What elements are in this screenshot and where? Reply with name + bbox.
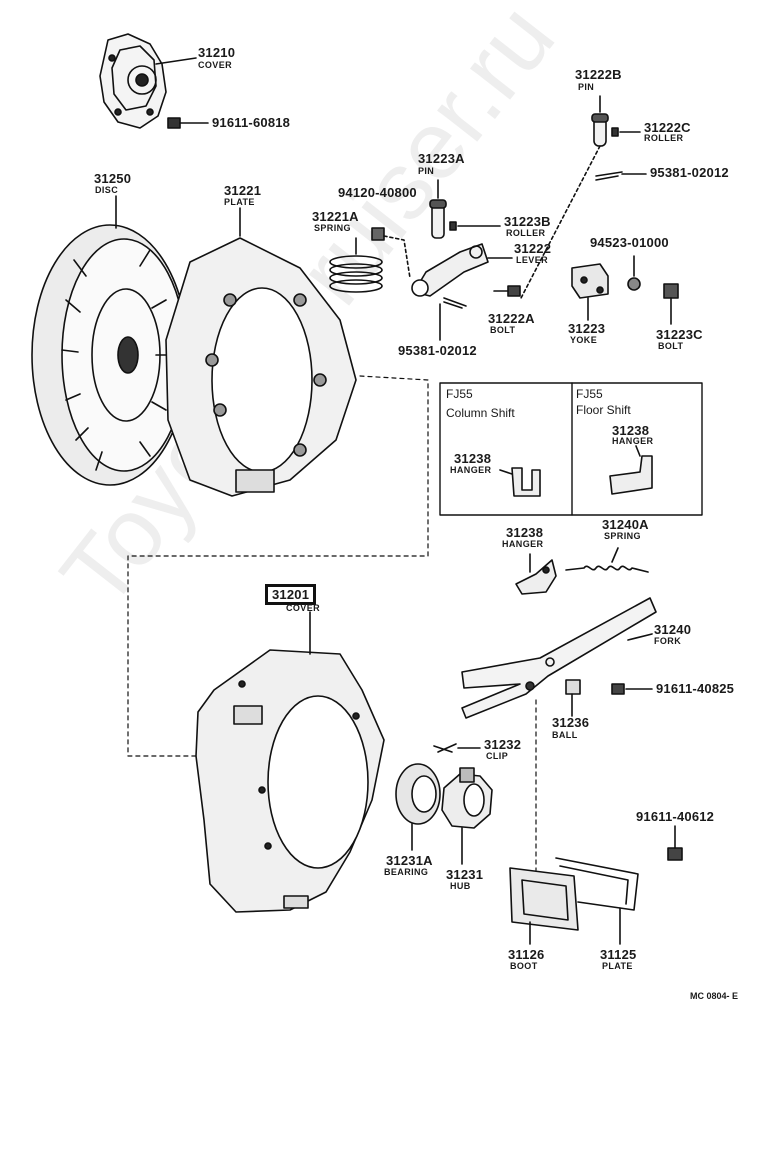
spring-31221a-drawing (329, 237, 383, 293)
part-num-31238-column: 31238 (454, 451, 492, 466)
part-name-31201: COVER (286, 603, 321, 613)
boot-31126-drawing (509, 867, 579, 945)
part-name-31240a: SPRING (604, 531, 641, 541)
part-name-31222c: ROLLER (644, 133, 684, 143)
lever-31222-drawing (411, 243, 513, 297)
disc-31250-drawing (31, 195, 189, 486)
fork-31240-drawing (461, 597, 657, 719)
hub-31231-drawing (441, 767, 493, 865)
part-name-31210: COVER (198, 60, 233, 70)
nut-94120-drawing (371, 227, 411, 279)
part-num-31240a: 31240A (602, 517, 649, 532)
part-num-31223c: 31223C (656, 327, 703, 342)
part-name-31238-column: HANGER (450, 465, 492, 475)
pressure-plate-31221-drawing (165, 207, 357, 497)
hanger-column-drawing (499, 467, 541, 497)
part-name-31236: BALL (552, 730, 578, 740)
part-num-94120-40800: 94120-40800 (338, 185, 417, 200)
part-num-95381-02012-a: 95381-02012 (650, 165, 729, 180)
bolt-91611-60818-drawing (167, 117, 209, 129)
roller-31223b-drawing (449, 221, 501, 231)
hanger-floor-drawing (609, 445, 653, 495)
part-num-31231: 31231 (446, 867, 484, 882)
ball-31236-drawing (565, 679, 581, 717)
washer-94523-drawing (627, 255, 641, 291)
spring-31240a-drawing (565, 547, 649, 573)
variant-left-model: FJ55 (446, 387, 473, 401)
part-name-31125: PLATE (602, 961, 633, 971)
yoke-31223-drawing (571, 263, 609, 321)
cover-31210-drawing (99, 33, 197, 129)
part-name-31223: YOKE (570, 335, 598, 345)
part-name-31231a: BEARING (384, 867, 429, 877)
part-num-91611-60818: 91611-60818 (212, 115, 291, 130)
dashed-leader (127, 375, 429, 757)
variant-right-model: FJ55 (576, 387, 603, 401)
part-num-31221: 31221 (224, 183, 262, 198)
part-name-31238-floor: HANGER (612, 436, 654, 446)
variant-box-drawing (439, 382, 703, 516)
bolt-91611-40612-drawing (667, 825, 683, 861)
part-num-31222c: 31222C (644, 120, 691, 135)
part-name-31222b: PIN (578, 82, 595, 92)
part-name-31232: CLIP (486, 751, 509, 761)
part-num-31126: 31126 (508, 947, 545, 962)
plate-31125-drawing (555, 857, 639, 945)
part-name-31222a: BOLT (490, 325, 516, 335)
part-num-31222b: 31222B (575, 67, 622, 82)
part-num-31231a: 31231A (386, 853, 433, 868)
bolt-91611-40825-drawing (611, 683, 653, 695)
part-num-31223b: 31223B (504, 214, 551, 229)
part-num-31240: 31240 (654, 622, 692, 637)
part-num-91611-40825: 91611-40825 (656, 681, 735, 696)
part-num-31238-floor: 31238 (612, 423, 650, 438)
part-name-31223c: BOLT (658, 341, 684, 351)
part-name-31126: BOOT (510, 961, 538, 971)
part-name-31240: FORK (654, 636, 682, 646)
pin-31222b-drawing (519, 95, 609, 301)
pin-31223a-drawing (429, 179, 447, 239)
part-name-31250: DISC (95, 185, 119, 195)
cotter-95381-a-drawing (595, 171, 647, 181)
part-num-91611-40612: 91611-40612 (636, 809, 715, 824)
diagram-code: MC 0804- E (690, 991, 739, 1001)
part-num-31125: 31125 (600, 947, 637, 962)
part-name-31223a: PIN (418, 166, 435, 176)
roller-31222c-drawing (611, 127, 641, 137)
part-num-31201-highlighted: 31201 (265, 584, 317, 605)
part-num-31223: 31223 (568, 321, 606, 336)
part-num-94523-01000: 94523-01000 (590, 235, 669, 250)
part-num-31222a: 31222A (488, 311, 535, 326)
bolt-31222a-drawing (493, 285, 521, 297)
variant-left-type: Column Shift (446, 406, 515, 420)
part-num-31223a: 31223A (418, 151, 465, 166)
cotter-95381-b-drawing (439, 297, 467, 341)
bearing-31231a-drawing (395, 763, 441, 851)
part-num-31232: 31232 (484, 737, 522, 752)
part-name-31238: HANGER (502, 539, 544, 549)
part-num-31210: 31210 (198, 45, 236, 60)
bellhousing-31201-drawing (195, 611, 385, 913)
part-num-31250: 31250 (94, 171, 132, 186)
part-num-31236: 31236 (552, 715, 590, 730)
part-name-31223b: ROLLER (506, 228, 546, 238)
part-num-95381-02012-b: 95381-02012 (398, 343, 477, 358)
part-name-31231: HUB (450, 881, 471, 891)
part-name-31221a: SPRING (314, 223, 351, 233)
clip-31232-drawing (433, 743, 481, 753)
part-num-31238: 31238 (506, 525, 544, 540)
part-num-31222: 31222 (514, 241, 552, 256)
part-name-31222: LEVER (516, 255, 549, 265)
variant-right-type: Floor Shift (576, 403, 631, 417)
part-name-31221: PLATE (224, 197, 255, 207)
hanger-31238-drawing (515, 553, 557, 595)
bolt-31223c-drawing (663, 283, 679, 325)
part-num-31221a: 31221A (312, 209, 359, 224)
